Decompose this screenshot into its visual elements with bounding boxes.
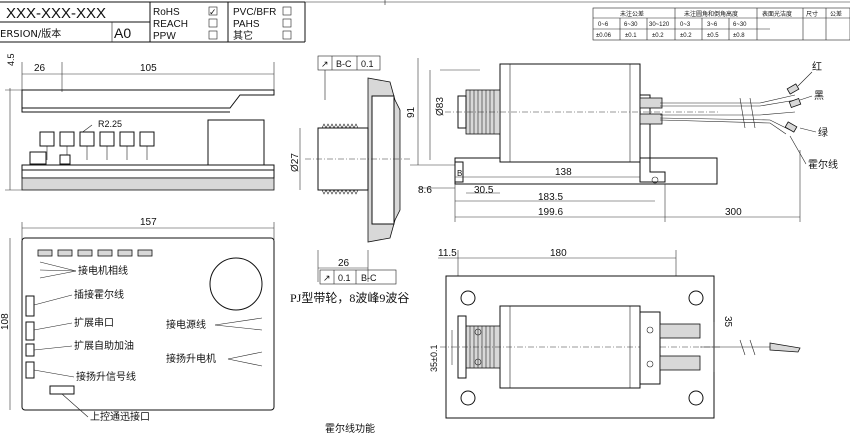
dim-11-5: 11.5 xyxy=(438,248,457,259)
wire-green-label: 绿 xyxy=(818,126,828,139)
compliance-other: 其它 xyxy=(233,29,253,42)
tol-bottom-value: 0.1 xyxy=(338,273,351,283)
dim-199-6: 199.6 xyxy=(538,207,563,218)
radius-label: R2.25 xyxy=(98,119,122,129)
part-number: XXX-XXX-XXX xyxy=(6,5,106,22)
wire-hall-label: 霍尔线 xyxy=(808,158,838,171)
compliance-reach: REACH xyxy=(153,19,188,30)
dim-8-6: 8.6 xyxy=(418,185,432,196)
other-checkbox xyxy=(282,30,292,40)
tol-top-symbol: ↗ xyxy=(321,59,329,69)
motor-side-view: Ø83 91 B xyxy=(406,58,838,222)
footer-caption: 霍尔线功能 xyxy=(325,422,375,435)
tol-range-b3: 6~30 xyxy=(733,22,747,28)
tol-value-a2: ±0.1 xyxy=(625,33,637,39)
label-ext-lube: 扩展自助加油 xyxy=(74,339,134,352)
tol-range-a3: 30~120 xyxy=(649,22,670,28)
label-upper-comm: 上控通迅接口 xyxy=(90,410,150,423)
dim-dia-27: Ø27 xyxy=(290,153,301,172)
dim-108: 108 xyxy=(0,313,11,330)
dim-91: 91 xyxy=(406,106,417,118)
tol-bottom-datum: B-C xyxy=(361,273,377,283)
wire-black-label: 黑 xyxy=(814,90,824,102)
tol-value-a3: ±0.2 xyxy=(652,33,664,39)
reach-checkbox xyxy=(208,18,218,28)
title-block: XXX-XXX-XXX ERSION/版本 A0 RoHS ✓ REACH PP… xyxy=(0,1,306,43)
dim-30-5: 30.5 xyxy=(474,185,494,196)
label-lift-motor: 接扬升电机 xyxy=(166,352,216,365)
dim-35-tol: 35±0.1 xyxy=(429,345,439,372)
pcb-components xyxy=(29,131,155,165)
tol-value-b1: ±0.2 xyxy=(680,33,692,39)
label-ext-serial: 扩展串口 xyxy=(74,316,114,329)
tol-value-b2: ±0.5 xyxy=(707,33,719,39)
tol-value-a1: ±0.06 xyxy=(596,33,612,39)
wire-red-label: 红 xyxy=(812,60,822,73)
tol-header-surface: 表面光洁度 xyxy=(762,10,792,18)
dim-138: 138 xyxy=(555,167,572,178)
dim-4-5: 4.5 xyxy=(6,53,16,66)
tol-header-tol: 公差 xyxy=(830,10,842,18)
dim-d83: Ø83 xyxy=(435,97,446,116)
compliance-ppw: PPW xyxy=(153,31,176,42)
tol-header-size: 尺寸 xyxy=(806,10,818,18)
pulley-caption: PJ型带轮，8波峰9波谷 xyxy=(290,291,409,305)
tol-range-b1: 0~3 xyxy=(680,22,691,28)
label-hall-wire: 插接霍尔线 xyxy=(74,288,124,301)
datum-b: B xyxy=(457,169,462,178)
dim-26-pulley: 26 xyxy=(338,258,350,269)
compliance-pvc: PVC/BFR xyxy=(233,7,276,18)
motor-top-view: 11.5 180 35±0.1 xyxy=(429,248,801,419)
pulley-grooves xyxy=(321,123,359,195)
pvc-checkbox xyxy=(282,6,292,16)
tol-range-a2: 6~30 xyxy=(624,22,638,28)
pcb-top-view: 157 108 接电机相线 插接霍尔线 扩展串口 扩展 xyxy=(0,217,275,423)
compliance-pahs: PAHS xyxy=(233,19,260,30)
label-motor-phase: 接电机相线 xyxy=(78,264,128,277)
tol-range-a1: 0~6 xyxy=(598,22,609,28)
tol-header-general: 未注公差 xyxy=(620,10,644,18)
dim-183-5: 183.5 xyxy=(538,192,563,203)
tol-top-datum: B-C xyxy=(336,59,352,69)
dim-180: 180 xyxy=(550,248,567,259)
version-value: A0 xyxy=(114,25,131,41)
dim-26-side: 26 xyxy=(34,63,46,74)
tol-bottom-symbol: ↗ xyxy=(323,273,331,283)
dim-105-side: 105 xyxy=(140,63,157,74)
left-connectors xyxy=(25,295,75,395)
pulley-view: ↗ B-C 0.1 Ø27 26 ↗ 0.1 B-C PJ型带轮，8波峰9波谷 xyxy=(290,55,410,305)
rohs-check-mark: ✓ xyxy=(209,7,217,17)
pcb-side-view: 26 105 4.5 R2.25 xyxy=(5,53,275,191)
pahs-checkbox xyxy=(282,18,292,28)
motor-wires xyxy=(659,83,802,135)
dim-157: 157 xyxy=(140,217,157,228)
tol-range-b2: 3~6 xyxy=(707,22,718,28)
label-power-line: 接电源线 xyxy=(166,318,206,331)
tol-header-fillet: 未注圆角和倒角高度 xyxy=(684,10,738,18)
dim-300: 300 xyxy=(725,207,742,218)
dim-35: 35 xyxy=(722,316,733,328)
tol-value-b3: ±0.8 xyxy=(733,33,745,39)
tol-top-value: 0.1 xyxy=(361,59,374,69)
version-label: ERSION/版本 xyxy=(0,27,61,40)
ppw-checkbox xyxy=(208,30,218,40)
tolerance-table: 未注公差 未注圆角和倒角高度 表面光洁度 尺寸 公差 0~6 6~30 30~1… xyxy=(592,7,850,41)
label-lift-signal: 接扬升信号线 xyxy=(76,370,136,383)
capacitor-circle xyxy=(209,257,263,311)
top-connectors xyxy=(37,249,153,257)
compliance-rohs: RoHS xyxy=(153,7,180,18)
rohs-checkbox xyxy=(208,6,218,16)
